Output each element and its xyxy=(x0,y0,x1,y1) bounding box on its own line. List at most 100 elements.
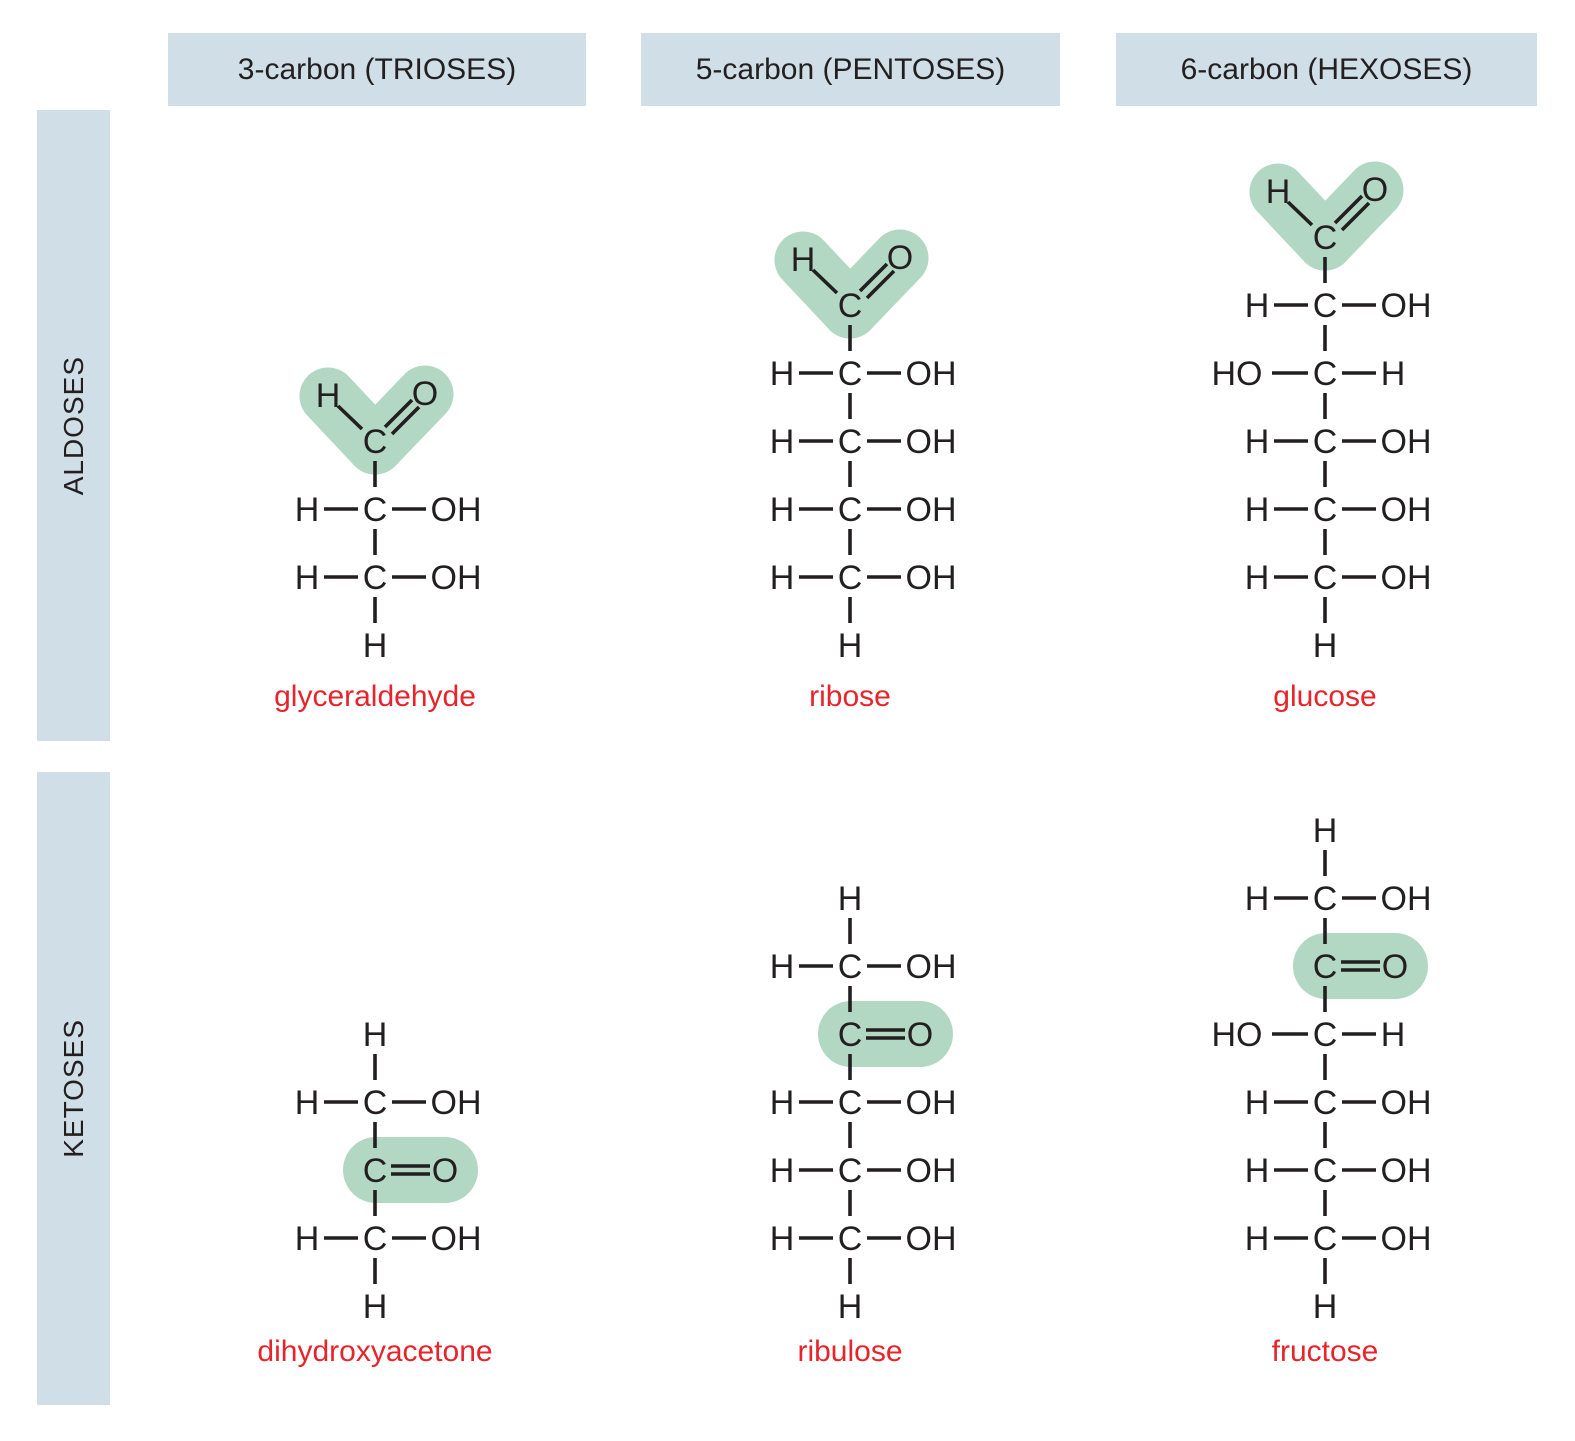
atom-label: OH xyxy=(906,491,957,529)
molecule-name-glucose: glucose xyxy=(1273,680,1377,713)
atom-label: HO xyxy=(1212,1016,1263,1054)
atom-label: H xyxy=(1313,812,1338,850)
keto-highlight xyxy=(343,1137,478,1203)
atom-label: C xyxy=(363,1220,388,1258)
keto-highlight xyxy=(1293,933,1428,999)
atom-label: C xyxy=(1313,948,1338,986)
atom-label: C xyxy=(838,287,863,325)
molecule-name-glyceraldehyde: glyceraldehyde xyxy=(274,680,476,713)
atom-label: O xyxy=(432,1152,458,1190)
double-bond xyxy=(390,405,421,436)
atom-label: O xyxy=(1362,171,1388,209)
atom-label: OH xyxy=(1381,287,1432,325)
atom-label: H xyxy=(838,627,863,665)
atom-label: H xyxy=(838,1288,863,1326)
atom-label: H xyxy=(295,559,320,597)
atom-label: O xyxy=(1382,948,1408,986)
atom-label: H xyxy=(316,377,341,415)
keto-highlight xyxy=(818,1001,953,1067)
atom-label: C xyxy=(838,559,863,597)
atom-label: OH xyxy=(431,559,482,597)
atom-label: H xyxy=(1313,1288,1338,1326)
aldehyde-highlight xyxy=(1296,161,1404,271)
atom-label: H xyxy=(791,241,816,279)
molecule-name-ribose: ribose xyxy=(809,680,891,713)
double-bond xyxy=(1340,201,1371,232)
single-bond xyxy=(336,404,364,431)
atom-label: O xyxy=(412,375,438,413)
double-bond xyxy=(865,269,896,300)
atom-label: OH xyxy=(906,355,957,393)
single-bond xyxy=(811,268,839,295)
atom-label: O xyxy=(887,239,913,277)
row-header-aldoses: ALDOSES xyxy=(37,110,110,741)
atom-label: OH xyxy=(431,491,482,529)
atom-label: OH xyxy=(906,1220,957,1258)
atom-label: H xyxy=(1245,1152,1270,1190)
atom-label: H xyxy=(1266,173,1291,211)
double-bond xyxy=(383,398,414,429)
atom-label: C xyxy=(1313,1152,1338,1190)
row-header-ketoses: KETOSES xyxy=(37,772,110,1405)
atom-label: HO xyxy=(1212,355,1263,393)
atom-label: C xyxy=(363,1152,388,1190)
atom-label: C xyxy=(363,491,388,529)
atom-label: H xyxy=(1245,1084,1270,1122)
atom-label: H xyxy=(770,491,795,529)
atom-label: C xyxy=(1313,355,1338,393)
atom-label: C xyxy=(838,1220,863,1258)
aldehyde-highlight xyxy=(346,365,454,475)
double-bond xyxy=(858,262,889,293)
aldehyde-highlight xyxy=(821,229,929,339)
atom-label: H xyxy=(770,1220,795,1258)
atom-label: C xyxy=(1313,1220,1338,1258)
column-header-pentoses: 5-carbon (PENTOSES) xyxy=(641,33,1060,106)
atom-label: H xyxy=(1313,627,1338,665)
atom-label: C xyxy=(838,491,863,529)
atom-label: H xyxy=(295,1084,320,1122)
molecule-name-dihydroxyacetone: dihydroxyacetone xyxy=(257,1335,493,1368)
atom-label: OH xyxy=(431,1220,482,1258)
single-bond xyxy=(1286,200,1314,227)
atom-label: H xyxy=(363,1016,388,1054)
atom-label: C xyxy=(838,1016,863,1054)
atom-label: H xyxy=(295,1220,320,1258)
atom-label: OH xyxy=(431,1084,482,1122)
atom-label: H xyxy=(770,423,795,461)
atom-label: C xyxy=(363,423,388,461)
atom-label: OH xyxy=(1381,880,1432,918)
atom-label: H xyxy=(363,1288,388,1326)
atom-label: C xyxy=(838,423,863,461)
atom-label: OH xyxy=(906,1152,957,1190)
atom-label: H xyxy=(770,948,795,986)
atom-label: OH xyxy=(906,1084,957,1122)
atom-label: OH xyxy=(1381,491,1432,529)
atom-label: H xyxy=(770,1152,795,1190)
double-bond xyxy=(1333,194,1364,225)
atom-label: O xyxy=(907,1016,933,1054)
atom-label: OH xyxy=(1381,1084,1432,1122)
atom-label: H xyxy=(770,1084,795,1122)
atom-label: H xyxy=(1245,880,1270,918)
atom-label: C xyxy=(1313,880,1338,918)
atom-label: H xyxy=(363,627,388,665)
atom-label: H xyxy=(770,559,795,597)
atom-label: C xyxy=(838,355,863,393)
atom-label: C xyxy=(1313,491,1338,529)
atom-label: H xyxy=(1245,491,1270,529)
atom-label: C xyxy=(363,1084,388,1122)
atom-label: C xyxy=(838,1152,863,1190)
atom-label: H xyxy=(1245,1220,1270,1258)
atom-label: OH xyxy=(906,948,957,986)
atom-label: OH xyxy=(906,559,957,597)
atom-label: H xyxy=(1381,355,1406,393)
atom-label: OH xyxy=(906,423,957,461)
atom-label: C xyxy=(1313,219,1338,257)
atom-label: H xyxy=(838,880,863,918)
